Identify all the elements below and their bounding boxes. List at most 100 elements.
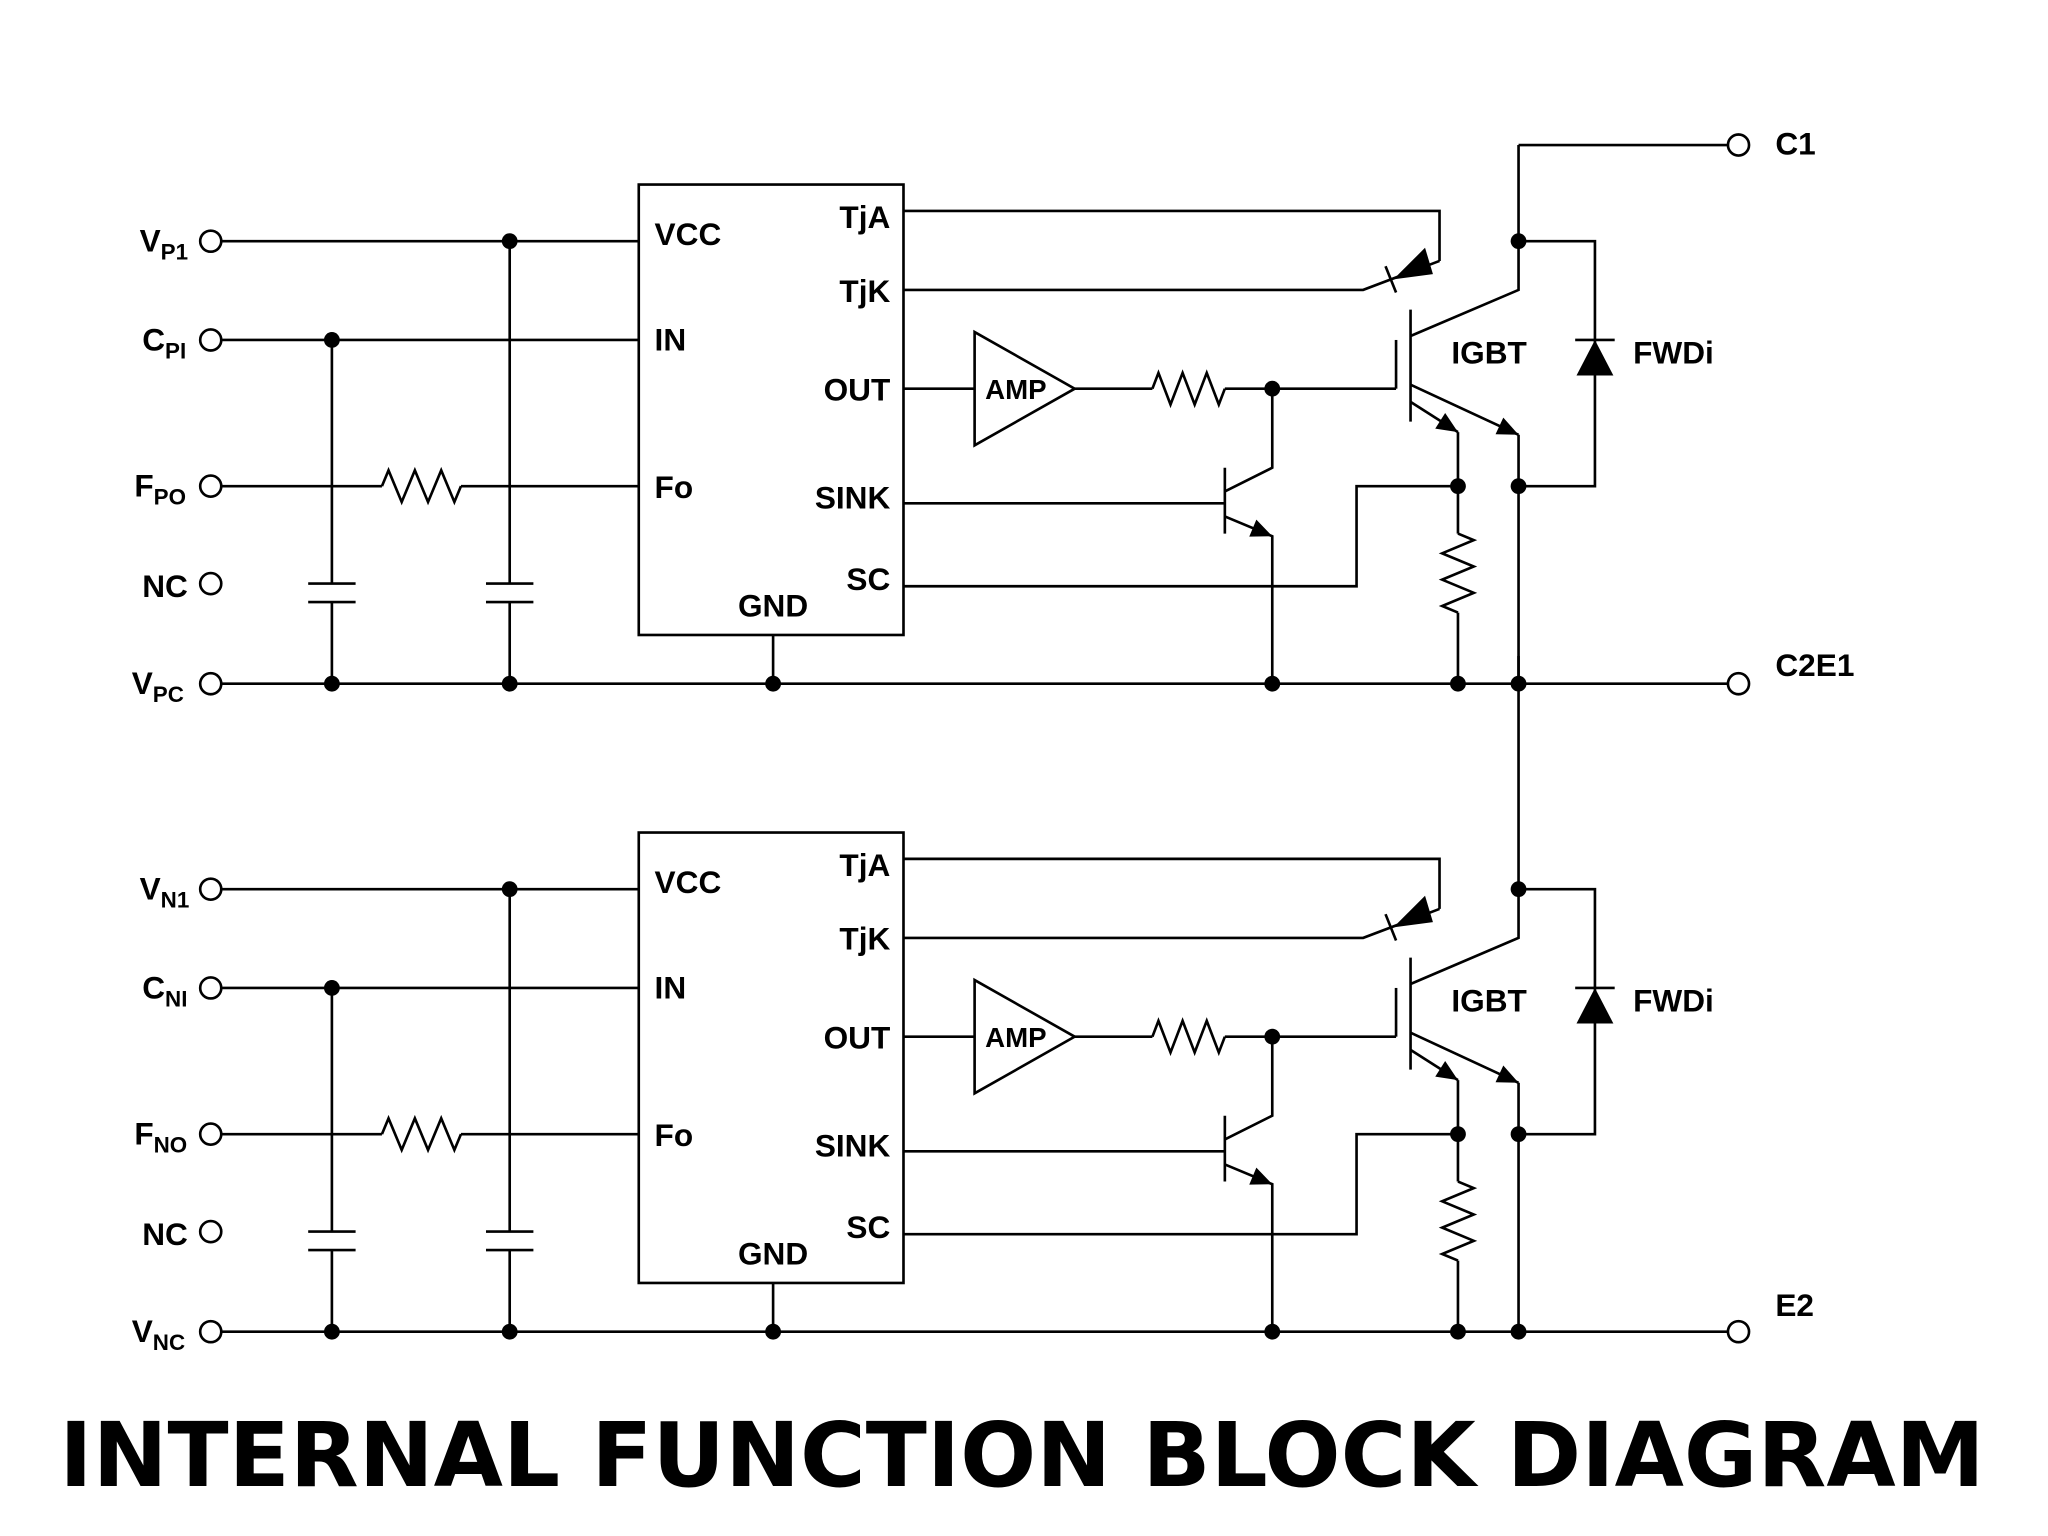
junction-dot <box>1450 1323 1466 1340</box>
amp-label: AMP <box>985 374 1046 405</box>
ic-pin-label: OUT <box>824 1020 891 1056</box>
fwdi-label: FWDi <box>1633 983 1714 1019</box>
driver-ic-box <box>637 183 905 637</box>
input-terminal-label: NC <box>142 1216 188 1252</box>
ic-pin-label: VCC <box>655 864 722 900</box>
ic-pin-label: TjK <box>839 273 890 309</box>
sc-wire <box>903 484 1458 588</box>
arrow-icon <box>1495 417 1519 435</box>
arrow-icon <box>1249 519 1273 537</box>
input-terminal-label-sub: PO <box>154 485 186 510</box>
temp-diode-icon <box>1393 895 1433 928</box>
resistor-icon <box>1438 532 1478 614</box>
arrow-icon <box>1249 1167 1273 1185</box>
input-terminal-label: VP1 <box>140 223 188 265</box>
output-terminal-label: C1 <box>1775 125 1815 161</box>
input-terminal-label-sub: PC <box>153 682 184 707</box>
junction-dot <box>1264 675 1281 692</box>
junction-dot <box>765 1323 782 1340</box>
driver-ic-box <box>637 831 905 1285</box>
input-terminal-label-main: F <box>134 468 153 504</box>
ic-pin-label: GND <box>738 1236 808 1272</box>
lower-channel: VN1CNIFNONCVNCVCCINFoTjATjKOUTSINKSCGNDA… <box>132 656 1814 1355</box>
collector-wire <box>1410 656 1520 986</box>
tjk-wire <box>903 259 1440 292</box>
junction-dot <box>323 332 340 348</box>
ic-pin-label: VCC <box>655 216 722 252</box>
arrow-icon <box>1435 1061 1458 1081</box>
wire <box>1224 388 1274 493</box>
upper-channel: VP1CPIFPONCVPCVCCINFoTjATjKOUTSINKSCGNDA… <box>132 125 1855 707</box>
terminal-icon <box>198 571 223 596</box>
wire <box>1224 1163 1274 1332</box>
ic-pin-label: TjK <box>839 921 890 957</box>
tja-wire <box>903 857 1441 909</box>
junction-dot <box>1450 675 1466 692</box>
junction-dot <box>1264 1323 1281 1340</box>
junction-dot <box>501 881 518 898</box>
ic-pin-label: Fo <box>655 469 694 505</box>
terminal-icon <box>198 976 223 1000</box>
input-terminal-label-sub: N1 <box>161 888 190 913</box>
input-terminal-label: FNO <box>134 1116 187 1158</box>
input-terminal-label-main: F <box>134 1116 153 1152</box>
junction-dot <box>323 980 340 996</box>
resistor-icon <box>380 466 463 506</box>
ic-pin-label: IN <box>655 969 687 1005</box>
terminal-icon <box>198 1122 223 1146</box>
input-terminal-label-main: NC <box>142 568 188 604</box>
resistor-icon <box>1438 1180 1478 1262</box>
tjk-wire <box>903 907 1440 940</box>
terminal-icon <box>1726 1319 1751 1344</box>
output-terminal-label: C2E1 <box>1775 647 1854 683</box>
diagram-title: INTERNAL FUNCTION BLOCK DIAGRAM <box>59 1404 1984 1508</box>
input-terminal-label: NC <box>142 568 188 604</box>
sc-wire <box>903 1132 1458 1236</box>
input-terminal-label-sub: P1 <box>161 240 188 265</box>
tja-wire <box>903 209 1441 261</box>
resistor-icon <box>1151 1017 1227 1057</box>
junction-dot <box>323 675 340 692</box>
arrow-icon <box>1435 413 1458 433</box>
input-terminal-label-sub: NC <box>153 1330 185 1355</box>
ic-pin-label: TjA <box>839 199 890 235</box>
ic-pin-label: OUT <box>824 372 891 408</box>
input-terminal-label: VNC <box>132 1313 185 1355</box>
junction-dot <box>765 675 782 692</box>
ic-pin-label: SINK <box>815 480 891 516</box>
output-terminal-label: E2 <box>1775 1287 1814 1323</box>
junction-dot <box>1510 1323 1527 1340</box>
temp-diode-icon <box>1384 265 1398 294</box>
temp-diode-icon <box>1384 913 1398 942</box>
terminal-icon <box>1726 133 1751 157</box>
ic-pin-label: TjA <box>839 847 890 883</box>
input-terminal-label-sub: PI <box>165 338 186 363</box>
terminal-icon <box>198 474 223 499</box>
igbt-label: IGBT <box>1451 983 1526 1019</box>
junction-dot <box>501 1323 518 1340</box>
input-terminal-label: CNI <box>142 969 187 1011</box>
input-terminal-label: CPI <box>142 321 186 363</box>
input-terminal-label: FPO <box>134 468 186 510</box>
igbt-label: IGBT <box>1451 335 1526 371</box>
terminal-icon <box>198 1219 223 1244</box>
wire <box>1224 515 1274 684</box>
terminal-icon <box>198 229 223 254</box>
ic-pin-label: SC <box>846 1209 890 1245</box>
input-terminal-label: VN1 <box>140 871 190 913</box>
arrow-icon <box>1495 1065 1519 1083</box>
ic-pin-label: Fo <box>655 1117 694 1153</box>
input-terminal-label-main: V <box>140 871 161 907</box>
wire <box>1224 1036 1274 1141</box>
input-terminal-label-main: C <box>142 321 165 357</box>
terminal-icon <box>198 877 223 902</box>
ic-pin-label: GND <box>738 588 808 624</box>
junction-dot <box>501 675 518 692</box>
junction-dot <box>501 233 518 250</box>
amp-label: AMP <box>985 1022 1046 1053</box>
temp-diode-icon <box>1393 247 1433 280</box>
terminal-icon <box>198 671 223 696</box>
ic-pin-label: IN <box>655 321 687 357</box>
ic-pin-label: SC <box>846 561 890 597</box>
input-terminal-label-main: C <box>142 969 165 1005</box>
